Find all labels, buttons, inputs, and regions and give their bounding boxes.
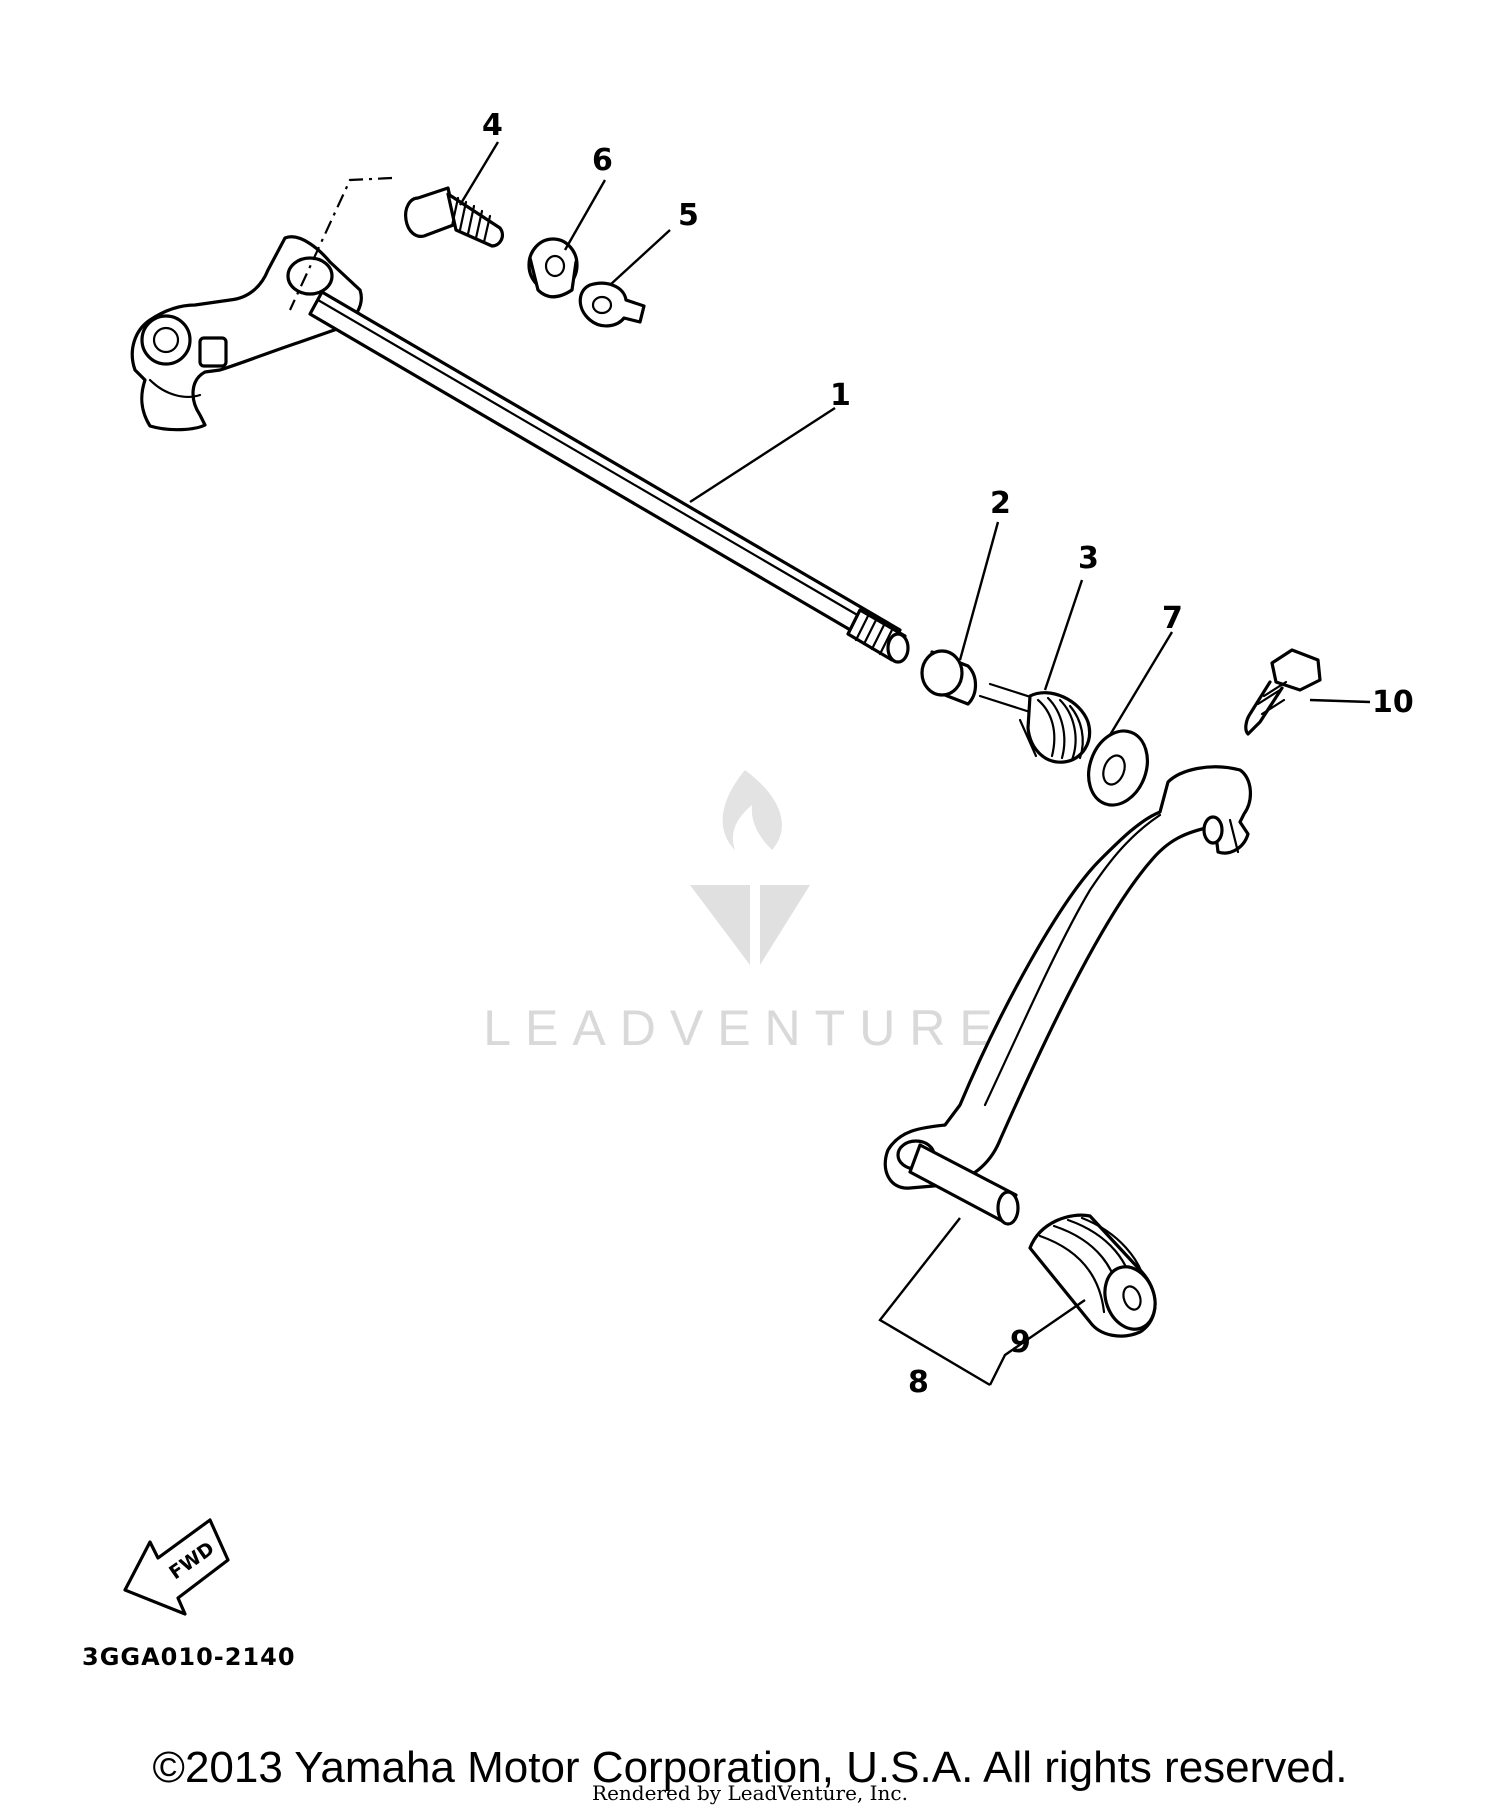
collar-part-2 [920,649,978,706]
watermark-flame-icon [722,770,782,850]
shift-shaft [130,176,910,664]
footrest-rubber-part-9 [1028,1213,1157,1338]
fwd-arrow: FWD [123,1518,230,1616]
callout-5: 5 [678,198,699,233]
lock-washer-part-5 [578,281,646,328]
callouts: 1 2 3 4 5 6 7 8 9 10 [482,108,1414,1400]
diagram-code: 3GGA010-2140 [82,1643,296,1671]
callout-7: 7 [1162,601,1183,636]
watermark-v-icon [690,885,810,965]
washer-part-7 [1087,729,1149,807]
bolt-part-4 [404,186,505,248]
callout-6: 6 [592,143,613,178]
shift-pedal-part-8 [883,765,1252,1226]
callout-9: 9 [1010,1325,1031,1360]
callout-4: 4 [482,108,503,143]
callout-8: 8 [908,1365,929,1400]
watermark: LEADVENTURE [483,770,1007,1056]
callout-2: 2 [990,486,1011,521]
callout-1: 1 [830,378,851,413]
rendered-by-text: Rendered by LeadVenture, Inc. [592,1781,908,1805]
leader-lines [458,141,1371,1387]
callout-10: 10 [1372,685,1414,720]
copyright-text: ©2013 Yamaha Motor Corporation, U.S.A. A… [153,1743,1348,1792]
bolt-part-10 [1244,648,1322,736]
torsion-spring-part-3 [978,682,1092,764]
nut-part-6 [527,237,579,299]
callout-3: 3 [1078,541,1099,576]
watermark-text: LEADVENTURE [483,1000,1007,1056]
